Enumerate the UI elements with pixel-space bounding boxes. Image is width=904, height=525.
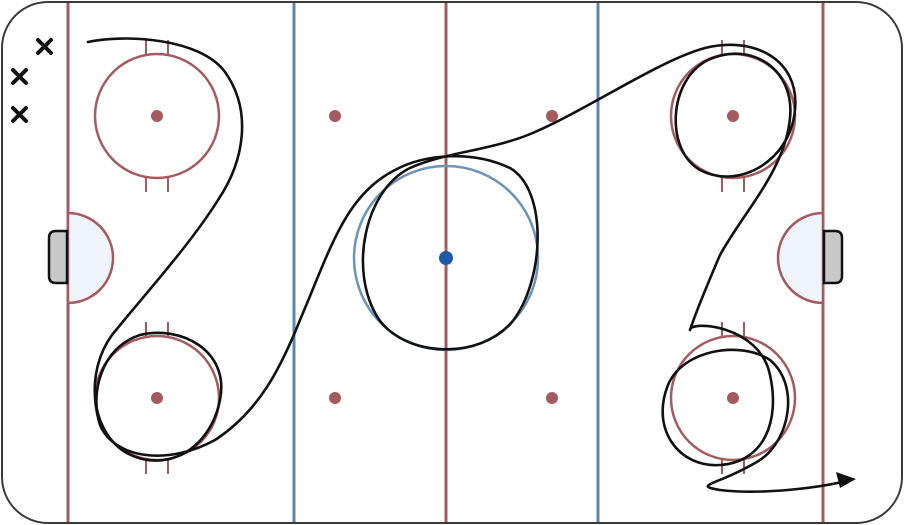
faceoff-circle-bottom-right [669, 322, 797, 474]
faceoff-dot-bottom-left [151, 392, 163, 404]
faceoff-dot-top-left [151, 110, 163, 122]
right-goal-crease [776, 211, 825, 305]
left-goal-crease [66, 211, 115, 305]
player-marker-1 [36, 38, 53, 55]
neutral-dot-bottom-left [329, 392, 341, 404]
player-marker-2 [11, 68, 28, 85]
neutral-dot-bottom-right [546, 392, 558, 404]
neutral-dot-top-right [546, 110, 558, 122]
skating-path [86, 37, 852, 493]
center-ice-dot [439, 251, 453, 265]
faceoff-dot-top-right [727, 110, 739, 122]
player-marker-3 [11, 106, 28, 123]
path-end-arrowhead-icon [836, 472, 856, 488]
right-net [822, 229, 844, 285]
neutral-dot-top-left [329, 110, 341, 122]
faceoff-dot-bottom-right [727, 392, 739, 404]
left-net [47, 229, 69, 285]
